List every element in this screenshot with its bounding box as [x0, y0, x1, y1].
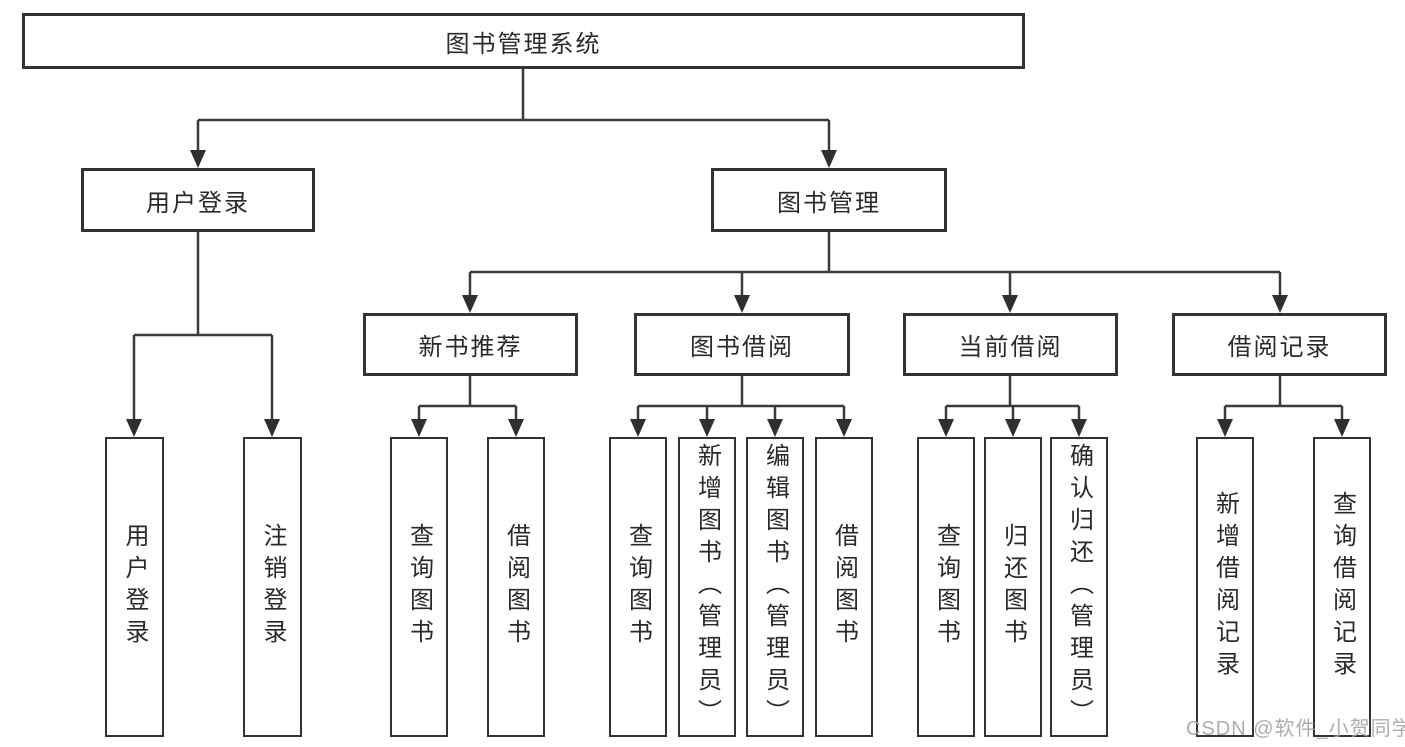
- node-new-book-recommend: 新书推荐: [363, 313, 578, 376]
- leaf-add-books-admin: 新增图书（管理员）: [678, 437, 736, 737]
- arrow-icon: [836, 419, 852, 437]
- leaf-logout: 注销登录: [243, 437, 302, 737]
- node-borrow-records: 借阅记录: [1172, 313, 1387, 376]
- arrow-icon: [734, 295, 750, 313]
- arrow-icon: [1002, 295, 1018, 313]
- arrow-icon: [508, 419, 524, 437]
- arrow-icon: [938, 419, 954, 437]
- leaf-add-borrow-record: 新增借阅记录: [1196, 437, 1254, 737]
- arrow-icon: [1071, 419, 1087, 437]
- node-current-borrowing: 当前借阅: [903, 313, 1118, 376]
- csdn-watermark: CSDN @软件_小贺同学: [1186, 718, 1405, 740]
- arrow-icon: [126, 419, 142, 437]
- leaf-borrow-books: 借阅图书: [815, 437, 873, 737]
- arrow-icon: [699, 419, 715, 437]
- leaf-query-books-current: 查询图书: [917, 437, 975, 737]
- leaf-query-borrow-record: 查询借阅记录: [1313, 437, 1371, 737]
- arrow-icon: [264, 419, 280, 437]
- arrow-icon: [1334, 419, 1350, 437]
- node-book-borrowing: 图书借阅: [634, 313, 850, 376]
- node-user-login: 用户登录: [81, 168, 315, 232]
- node-library-management-system: 图书管理系统: [22, 13, 1025, 69]
- arrow-icon: [190, 150, 206, 168]
- arrow-icon: [630, 419, 646, 437]
- leaf-query-books-recommend: 查询图书: [390, 437, 448, 737]
- arrow-icon: [1272, 295, 1288, 313]
- arrowheads: [126, 150, 1350, 437]
- leaf-borrow-books-recommend: 借阅图书: [487, 437, 545, 737]
- arrow-icon: [767, 419, 783, 437]
- arrow-icon: [821, 150, 837, 168]
- leaf-return-books: 归还图书: [984, 437, 1042, 737]
- arrow-icon: [411, 419, 427, 437]
- leaf-confirm-return-admin: 确认归还（管理员）: [1050, 437, 1108, 737]
- leaf-query-books-borrowing: 查询图书: [609, 437, 667, 737]
- leaf-user-login: 用户登录: [105, 437, 164, 737]
- node-book-management: 图书管理: [711, 168, 947, 232]
- arrow-icon: [1217, 419, 1233, 437]
- arrow-icon: [462, 295, 478, 313]
- leaf-edit-books-admin: 编辑图书（管理员）: [746, 437, 804, 737]
- arrow-icon: [1005, 419, 1021, 437]
